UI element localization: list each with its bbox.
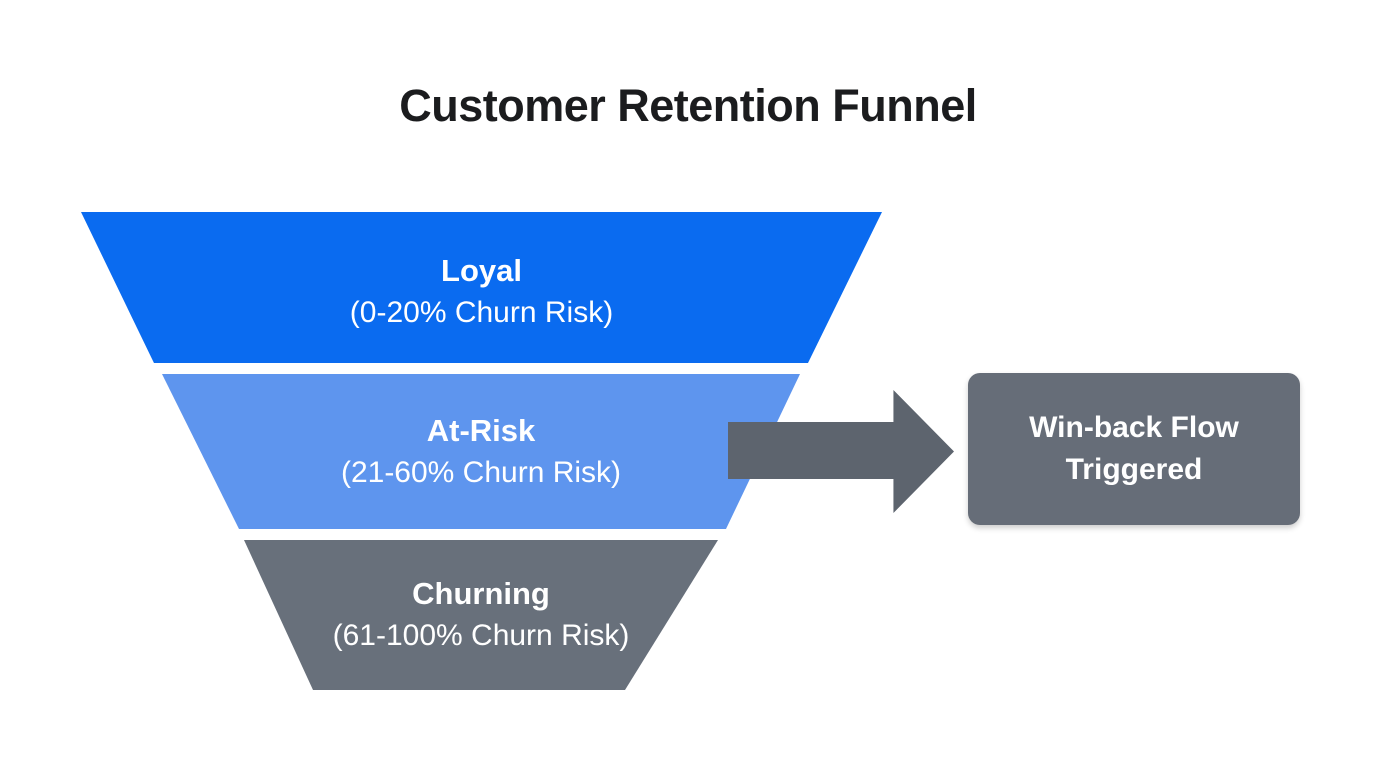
stage-loyal-range: (0-20% Churn Risk) — [349, 295, 614, 329]
funnel-stage-loyal: Loyal (0-20% Churn Risk) — [81, 212, 882, 363]
win-back-flow-label-line2: Triggered — [1065, 453, 1203, 486]
stage-churning-range: (61-100% Churn Risk) — [332, 619, 630, 652]
funnel-stage-at-risk: At-Risk (21-60% Churn Risk) — [162, 374, 800, 529]
stage-churning-label: Churning — [412, 576, 550, 611]
funnel-stage-churning: Churning (61-100% Churn Risk) — [244, 540, 718, 690]
win-back-flow-label-line1: Win-back Flow — [1029, 411, 1239, 444]
stage-at-risk-range: (21-60% Churn Risk) — [340, 455, 622, 489]
stage-at-risk-label: At-Risk — [426, 412, 536, 448]
stage-loyal-label: Loyal — [441, 252, 522, 288]
page-title: Customer Retention Funnel — [399, 80, 977, 131]
win-back-flow-box: Win-back Flow Triggered — [968, 373, 1300, 525]
